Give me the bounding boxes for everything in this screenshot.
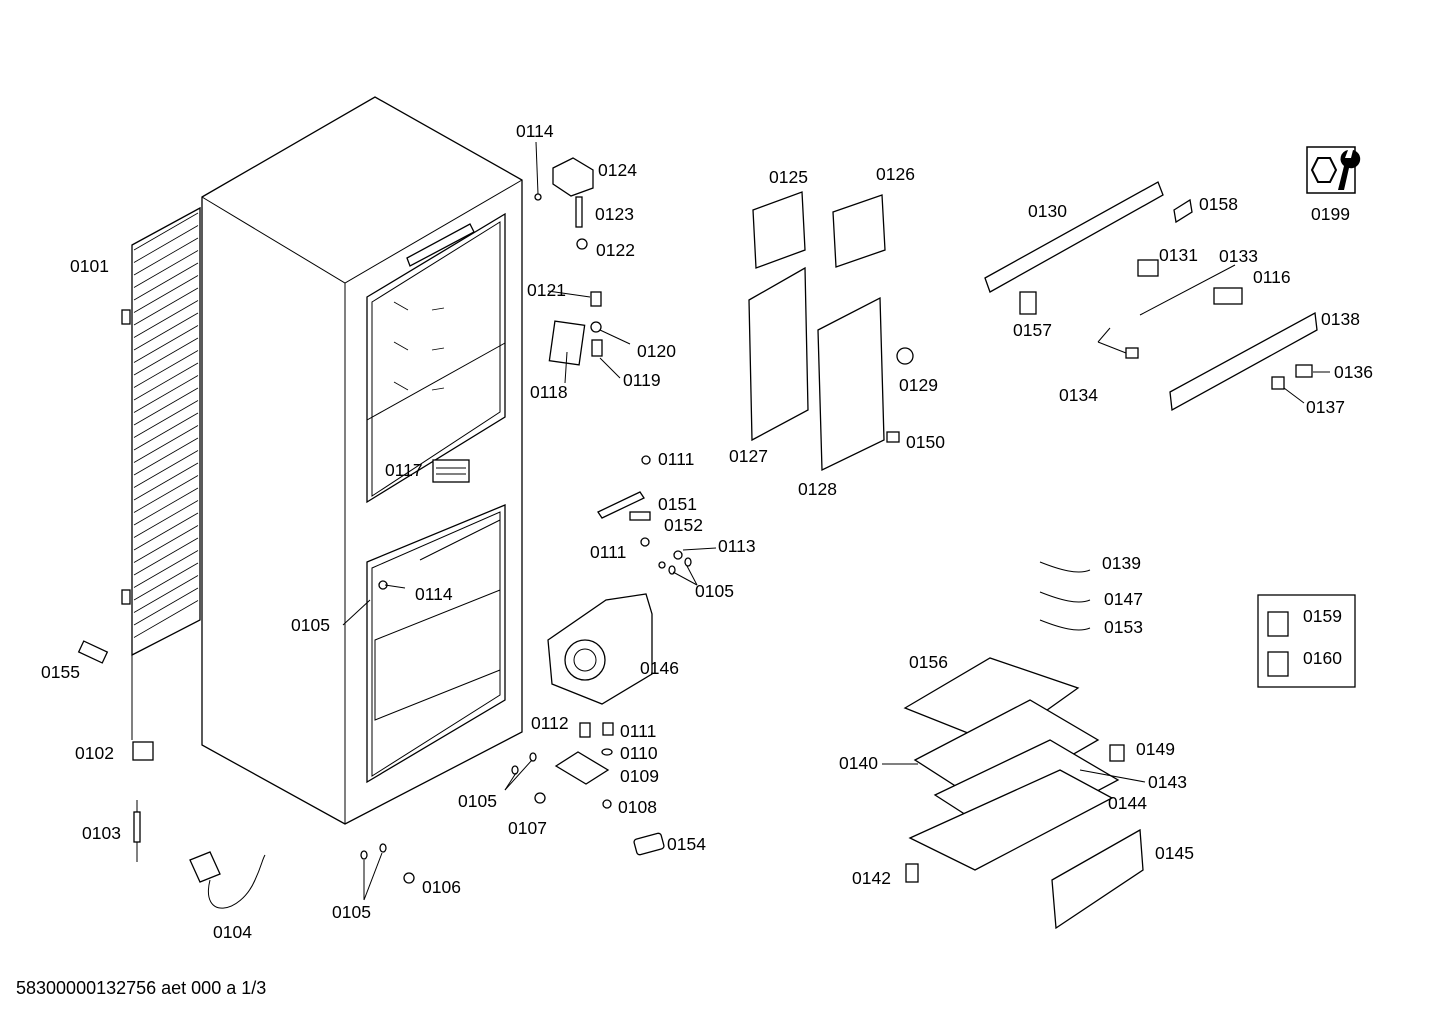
label-0113: 0113 (718, 536, 756, 556)
label-0157: 0157 (1013, 320, 1052, 340)
label-0159: 0159 (1303, 606, 1342, 626)
label-0146: 0146 (640, 658, 679, 678)
label-0122: 0122 (596, 240, 635, 260)
label-0124: 0124 (598, 160, 637, 180)
label-0119: 0119 (623, 370, 661, 390)
label-0156: 0156 (909, 652, 948, 672)
label-0123: 0123 (595, 204, 634, 224)
label-0160: 0160 (1303, 648, 1342, 668)
label-0111-top: 0111 (658, 449, 694, 469)
label-0143: 0143 (1148, 772, 1187, 792)
document-id: 58300000132756 aet 000 a 1/3 (16, 978, 267, 998)
label-0134: 0134 (1059, 385, 1098, 405)
label-0114-cabinet: 0114 (415, 584, 453, 604)
label-0154: 0154 (667, 834, 706, 854)
label-0105-bottom: 0105 (332, 902, 371, 922)
label-0104: 0104 (213, 922, 252, 942)
label-0130: 0130 (1028, 201, 1067, 221)
control-panels (748, 191, 914, 472)
small-parts (77, 157, 692, 909)
leader-lines (342, 141, 1330, 901)
label-0102: 0102 (75, 743, 114, 763)
label-0127: 0127 (729, 446, 768, 466)
label-0110: 0110 (620, 743, 658, 763)
label-0111-mid: 0111 (590, 542, 626, 562)
label-0142: 0142 (852, 868, 891, 888)
label-0121: 0121 (527, 280, 566, 300)
label-0153: 0153 (1104, 617, 1143, 637)
label-0126: 0126 (876, 164, 915, 184)
label-0199: 0199 (1311, 204, 1350, 224)
label-0107: 0107 (508, 818, 547, 838)
label-0158: 0158 (1199, 194, 1238, 214)
evaporator-group (903, 561, 1356, 930)
label-0155: 0155 (41, 662, 80, 682)
cabinet (201, 96, 523, 825)
label-0111-bottom: 0111 (620, 721, 656, 741)
label-0105-hinge: 0105 (458, 791, 497, 811)
label-0149: 0149 (1136, 739, 1175, 759)
wrench-nut-icon (1306, 146, 1361, 194)
label-0133: 0133 (1219, 246, 1258, 266)
label-0144: 0144 (1108, 793, 1147, 813)
label-0152: 0152 (664, 515, 703, 535)
label-0112: 0112 (531, 713, 569, 733)
label-0108: 0108 (618, 797, 657, 817)
part-labels: 0101 0102 0103 0104 0105 0105 0105 0105 … (41, 121, 1373, 942)
label-0145: 0145 (1155, 843, 1194, 863)
label-0150: 0150 (906, 432, 945, 452)
label-0147: 0147 (1104, 589, 1143, 609)
electronics-group (984, 181, 1318, 412)
label-0120: 0120 (637, 341, 676, 361)
label-0131: 0131 (1159, 245, 1198, 265)
label-0114-top: 0114 (516, 121, 554, 141)
label-0117: 0117 (385, 460, 423, 480)
label-0118: 0118 (530, 382, 568, 402)
label-0128: 0128 (798, 479, 837, 499)
label-0101: 0101 (70, 256, 109, 276)
label-0116: 0116 (1253, 267, 1291, 287)
label-0138: 0138 (1321, 309, 1360, 329)
label-0105-cabinet: 0105 (291, 615, 330, 635)
label-0136: 0136 (1334, 362, 1373, 382)
label-0125: 0125 (769, 167, 808, 187)
label-0129: 0129 (899, 375, 938, 395)
label-0105-fan: 0105 (695, 581, 734, 601)
label-0103: 0103 (82, 823, 121, 843)
label-0140: 0140 (839, 753, 878, 773)
label-0151: 0151 (658, 494, 697, 514)
label-0139: 0139 (1102, 553, 1141, 573)
label-0109: 0109 (620, 766, 659, 786)
label-0137: 0137 (1306, 397, 1345, 417)
label-0106: 0106 (422, 877, 461, 897)
condenser-coil (121, 206, 201, 740)
